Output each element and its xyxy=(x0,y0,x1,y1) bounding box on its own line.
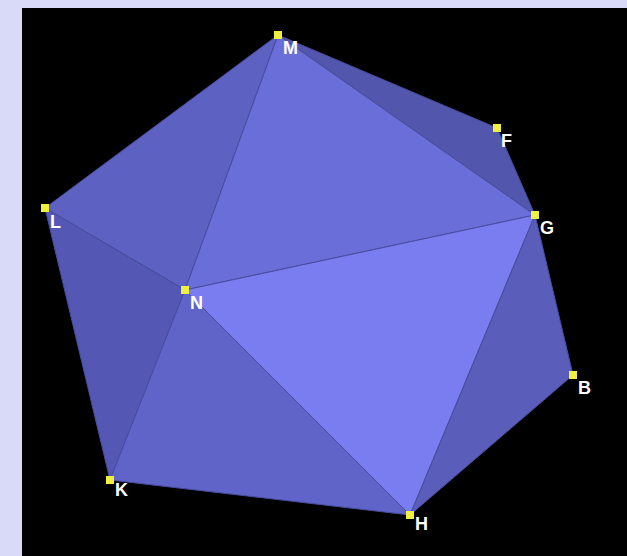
vertex-label: H xyxy=(415,514,428,534)
background xyxy=(22,8,627,556)
vertex-marker xyxy=(41,204,49,212)
vertex-label: B xyxy=(578,378,591,398)
vertex-marker xyxy=(106,476,114,484)
vertex-marker xyxy=(493,124,501,132)
vertex-label: G xyxy=(540,218,554,238)
vertex-label: N xyxy=(190,293,203,313)
vertex-label: L xyxy=(50,212,61,232)
vertex-label: M xyxy=(283,38,298,58)
vertex-marker xyxy=(531,211,539,219)
vertex-marker xyxy=(274,31,282,39)
vertex-marker xyxy=(569,371,577,379)
vertex-marker xyxy=(181,286,189,294)
face xyxy=(410,215,573,515)
vertex-marker xyxy=(406,511,414,519)
vertex-label: F xyxy=(501,131,512,151)
vertex-label: K xyxy=(115,480,128,500)
